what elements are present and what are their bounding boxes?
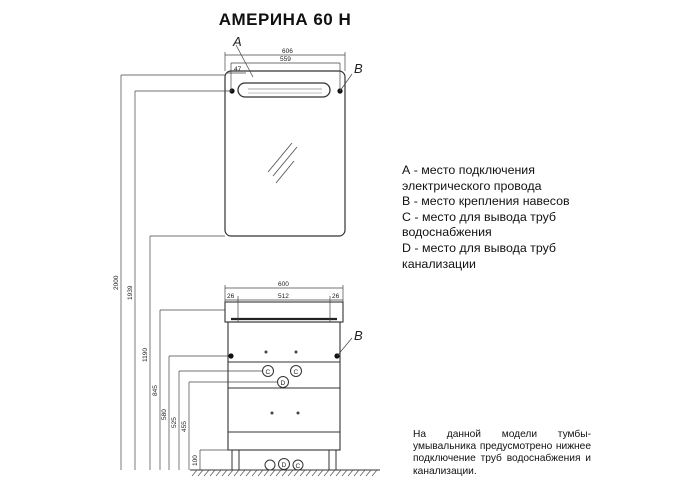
cabinet-right-offset: 26 <box>332 293 340 300</box>
height-100: 100 <box>192 455 199 466</box>
svg-text:C: C <box>266 369 271 376</box>
svg-text:D: D <box>281 380 286 387</box>
floor-hatch-stroke <box>191 469 198 477</box>
floor-hatch-stroke <box>215 469 222 477</box>
cabinet-inner-width: 512 <box>278 293 289 300</box>
floor-hatch-stroke <box>239 469 246 477</box>
floor-hatch-stroke <box>251 469 258 477</box>
legend-line: электрического провода <box>402 178 542 193</box>
floor-hatch-stroke <box>329 469 336 477</box>
height-525: 525 <box>171 417 178 428</box>
floor-hatch-stroke <box>323 469 330 477</box>
label-b-mirror: B <box>354 61 363 76</box>
floor-hatch-stroke <box>269 469 276 477</box>
page-title: АМЕРИНА 60 Н <box>218 10 352 29</box>
mirror-light-bar <box>237 82 331 98</box>
floor-hatch-stroke <box>275 469 282 477</box>
height-455: 455 <box>181 421 188 432</box>
height-1190: 1190 <box>142 348 149 362</box>
floor-hatch-stroke <box>221 469 228 477</box>
bottom-outlets: D C <box>264 458 304 471</box>
floor-hatch-stroke <box>371 469 378 477</box>
legend-line: D - место для вывода труб <box>402 240 557 255</box>
floor-hatch-stroke <box>209 469 216 477</box>
cabinet-leg-right <box>328 449 337 471</box>
label-b-cabinet: B <box>354 328 363 343</box>
floor-hatch-stroke <box>359 469 366 477</box>
svg-text:D: D <box>282 462 287 469</box>
cabinet-body <box>227 321 341 451</box>
label-a: A <box>232 34 242 49</box>
floor-hatch-stroke <box>365 469 372 477</box>
pipe-outlet-d: D <box>277 376 289 388</box>
legend-line: А - место подключения <box>402 163 535 177</box>
floor-hatch-stroke <box>281 469 288 477</box>
cabinet-left-offset: 26 <box>227 293 235 300</box>
mirror-dimension-lines <box>224 44 353 92</box>
legend-line: водоснабжения <box>402 225 492 240</box>
floor-hatch-stroke <box>293 469 300 477</box>
mirror-offset: 47 <box>234 66 242 73</box>
pipe-outlet-c-right: C <box>290 365 302 377</box>
legend-line: С - место для вывода труб <box>402 209 557 224</box>
cabinet-width: 600 <box>278 281 289 288</box>
svg-text:C: C <box>296 463 301 470</box>
floor-hatch-stroke <box>245 469 252 477</box>
legend: А - место подключения электрического про… <box>402 163 662 272</box>
floor-hatch-stroke <box>353 469 360 477</box>
mirror-outline <box>224 70 346 237</box>
floor-hatch-stroke <box>341 469 348 477</box>
mirror-glare-icon <box>267 142 298 184</box>
floor-hatch-stroke <box>233 469 240 477</box>
floor-hatch-stroke <box>257 469 264 477</box>
legend-line: канализации <box>402 256 476 271</box>
floor-hatch-stroke <box>299 469 306 477</box>
pipe-outlet-c-left: C <box>262 365 274 377</box>
height-2000: 2000 <box>113 275 120 290</box>
height-580: 580 <box>161 409 168 420</box>
mirror-width-outer: 606 <box>282 48 293 55</box>
floor-hatch-stroke <box>317 469 324 477</box>
cabinet-hook-left <box>228 353 234 359</box>
installation-note: На данной модели тумбы-умывальника преду… <box>413 429 591 477</box>
height-845: 845 <box>152 385 159 396</box>
cabinet-holes <box>264 350 300 415</box>
height-1939: 1939 <box>127 285 134 300</box>
cabinet-leg-left <box>231 449 240 471</box>
height-leaders <box>120 74 277 470</box>
svg-text:C: C <box>294 369 299 376</box>
floor-hatch-stroke <box>287 469 294 477</box>
floor-hatch-stroke <box>203 469 210 477</box>
floor-hatch <box>191 469 378 477</box>
floor-hatch-stroke <box>335 469 342 477</box>
floor-hatch-stroke <box>347 469 354 477</box>
mirror-width-inner: 559 <box>280 56 291 63</box>
floor-hatch-stroke <box>263 469 270 477</box>
floor-hatch-stroke <box>305 469 312 477</box>
legend-line: В - место крепления навесов <box>402 194 570 209</box>
cabinet-dimension-lines <box>224 285 353 357</box>
floor-hatch-stroke <box>311 469 318 477</box>
floor-hatch-stroke <box>227 469 234 477</box>
floor-hatch-stroke <box>197 469 204 477</box>
